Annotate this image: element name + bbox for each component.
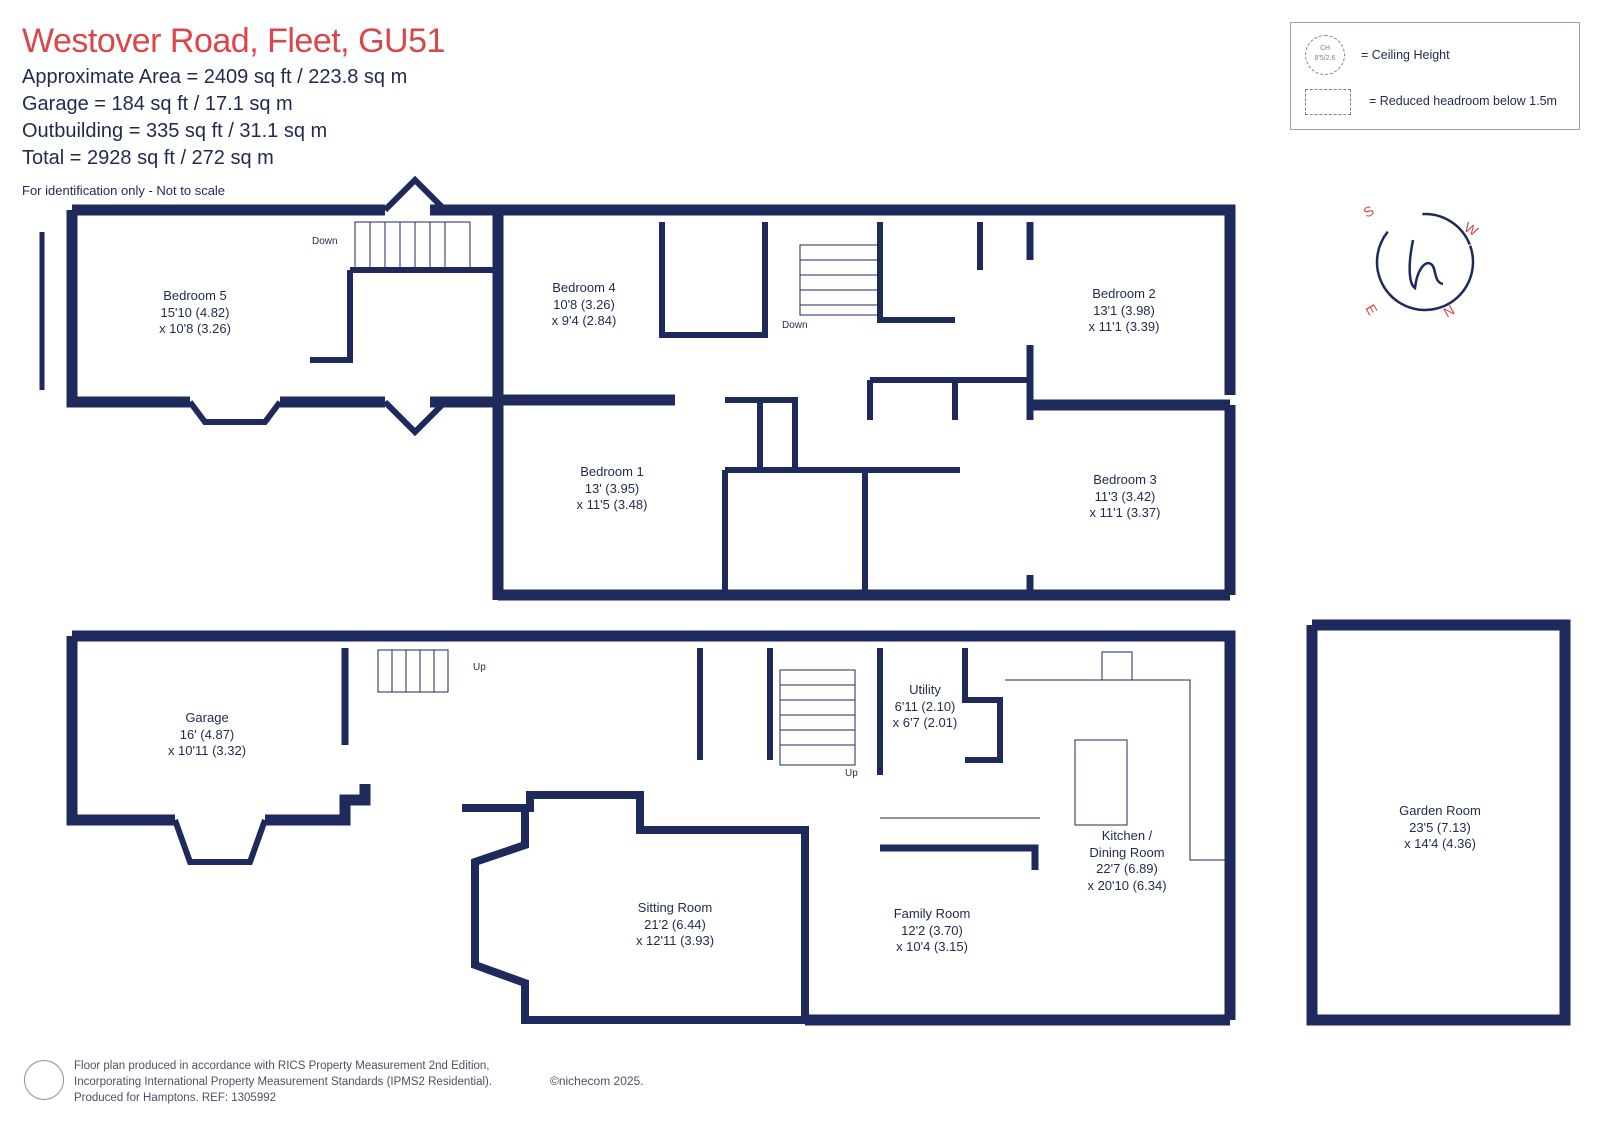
plan-title: Westover Road, Fleet, GU51 — [22, 22, 445, 60]
room-garage: Garage 16' (4.87) x 10'11 (3.32) — [168, 710, 246, 760]
room-bedroom-5: Bedroom 5 15'10 (4.82) x 10'8 (3.26) — [159, 288, 231, 338]
room-dim-1: 11'3 (3.42) — [1094, 488, 1156, 504]
reduced-headroom-icon — [1305, 89, 1351, 115]
approx-area: Approximate Area = 2409 sq ft / 223.8 sq… — [22, 66, 408, 88]
room-dim-2: x 10'11 (3.32) — [167, 743, 247, 758]
stairs-down-label-1: Down — [312, 236, 338, 247]
room-dim-1: 6'11 (2.10) — [894, 698, 956, 714]
room-dim-1: 16' (4.87) — [179, 726, 235, 742]
room-bedroom-2: Bedroom 2 13'1 (3.98) x 11'1 (3.39) — [1089, 286, 1160, 336]
room-dim-1: 12'2 (3.70) — [901, 922, 963, 938]
room-name: Garden Room — [1399, 803, 1481, 818]
room-name: Sitting Room — [637, 900, 713, 915]
room-kitchen-dining: Kitchen / Dining Room 22'7 (6.89) x 20'1… — [1087, 828, 1166, 894]
compass-logo: S W N E — [1361, 202, 1482, 321]
room-bedroom-1: Bedroom 1 13' (3.95) x 11'5 (3.48) — [577, 464, 648, 514]
stairs-down-label-2: Down — [782, 320, 808, 331]
room-name: Utility — [909, 682, 941, 697]
info-person-icon — [24, 1060, 64, 1100]
room-garden-room: Garden Room 23'5 (7.13) x 14'4 (4.36) — [1399, 803, 1481, 853]
garage-area: Garage = 184 sq ft / 17.1 sq m — [22, 93, 293, 115]
outbuilding-area: Outbuilding = 335 sq ft / 31.1 sq m — [22, 120, 328, 142]
room-dim-2: x 20'10 (6.34) — [1087, 877, 1167, 893]
room-name-2: Dining Room — [1089, 844, 1165, 860]
room-utility: Utility 6'11 (2.10) x 6'7 (2.01) — [893, 682, 958, 732]
garden-room-walls — [1306, 619, 1571, 1026]
room-sitting: Sitting Room 21'2 (6.44) x 12'11 (3.93) — [636, 900, 714, 950]
room-dim-2: x 14'4 (4.36) — [1404, 836, 1476, 851]
room-dim-2: x 6'7 (2.01) — [892, 715, 958, 730]
room-dim-1: 13'1 (3.98) — [1093, 302, 1155, 318]
footer-line-2: Incorporating International Property Mea… — [74, 1076, 493, 1088]
room-name: Bedroom 2 — [1092, 286, 1156, 301]
legend-ceiling-label: = Ceiling Height — [1361, 48, 1450, 62]
room-dim-2: x 9'4 (2.84) — [551, 313, 617, 328]
stairs — [354, 221, 881, 766]
scale-note: For identification only - Not to scale — [22, 183, 226, 198]
room-name: Garage — [185, 710, 229, 725]
stairs-up-label-1: Up — [473, 662, 486, 673]
room-bedroom-3: Bedroom 3 11'3 (3.42) x 11'1 (3.37) — [1090, 472, 1161, 522]
room-bedroom-4: Bedroom 4 10'8 (3.26) x 9'4 (2.84) — [552, 280, 617, 330]
room-dim-1: 21'2 (6.44) — [644, 916, 706, 932]
room-dim-2: x 11'1 (3.39) — [1088, 319, 1160, 334]
kitchen-fittings — [880, 651, 1230, 861]
room-dim-2: x 12'11 (3.93) — [635, 933, 715, 948]
room-name: Bedroom 4 — [552, 280, 616, 295]
room-dim-1: 22'7 (6.89) — [1096, 861, 1158, 876]
room-name: Bedroom 5 — [163, 288, 227, 303]
footer-notes: Floor plan produced in accordance with R… — [74, 1058, 492, 1106]
room-name: Bedroom 1 — [580, 464, 644, 479]
room-dim-2: x 11'5 (3.48) — [576, 497, 648, 512]
room-dim-2: x 10'8 (3.26) — [159, 321, 231, 336]
room-dim-1: 23'5 (7.13) — [1409, 819, 1471, 835]
room-name: Bedroom 3 — [1093, 472, 1157, 487]
room-dim-2: x 10'4 (3.15) — [896, 939, 968, 954]
room-dim-2: x 11'1 (3.37) — [1089, 505, 1161, 520]
room-dim-1: 10'8 (3.26) — [553, 296, 615, 312]
room-name: Kitchen / — [1101, 828, 1153, 843]
upper-floor-walls — [39, 175, 1236, 601]
stairs-up-label-2: Up — [845, 768, 858, 779]
footer-line-1: Floor plan produced in accordance with R… — [74, 1060, 490, 1072]
ground-floor-walls — [66, 630, 1236, 1026]
room-dim-1: 15'10 (4.82) — [160, 304, 230, 320]
footer-line-3: Produced for Hamptons. REF: 1305992 — [74, 1092, 277, 1104]
room-dim-1: 13' (3.95) — [584, 480, 640, 496]
legend-reduced-label: = Reduced headroom below 1.5m — [1369, 94, 1557, 108]
total-area: Total = 2928 sq ft / 272 sq m — [22, 147, 274, 169]
room-family: Family Room 12'2 (3.70) x 10'4 (3.15) — [894, 906, 971, 956]
copyright: ©nichecom 2025. — [550, 1074, 644, 1088]
room-name: Family Room — [893, 906, 971, 921]
